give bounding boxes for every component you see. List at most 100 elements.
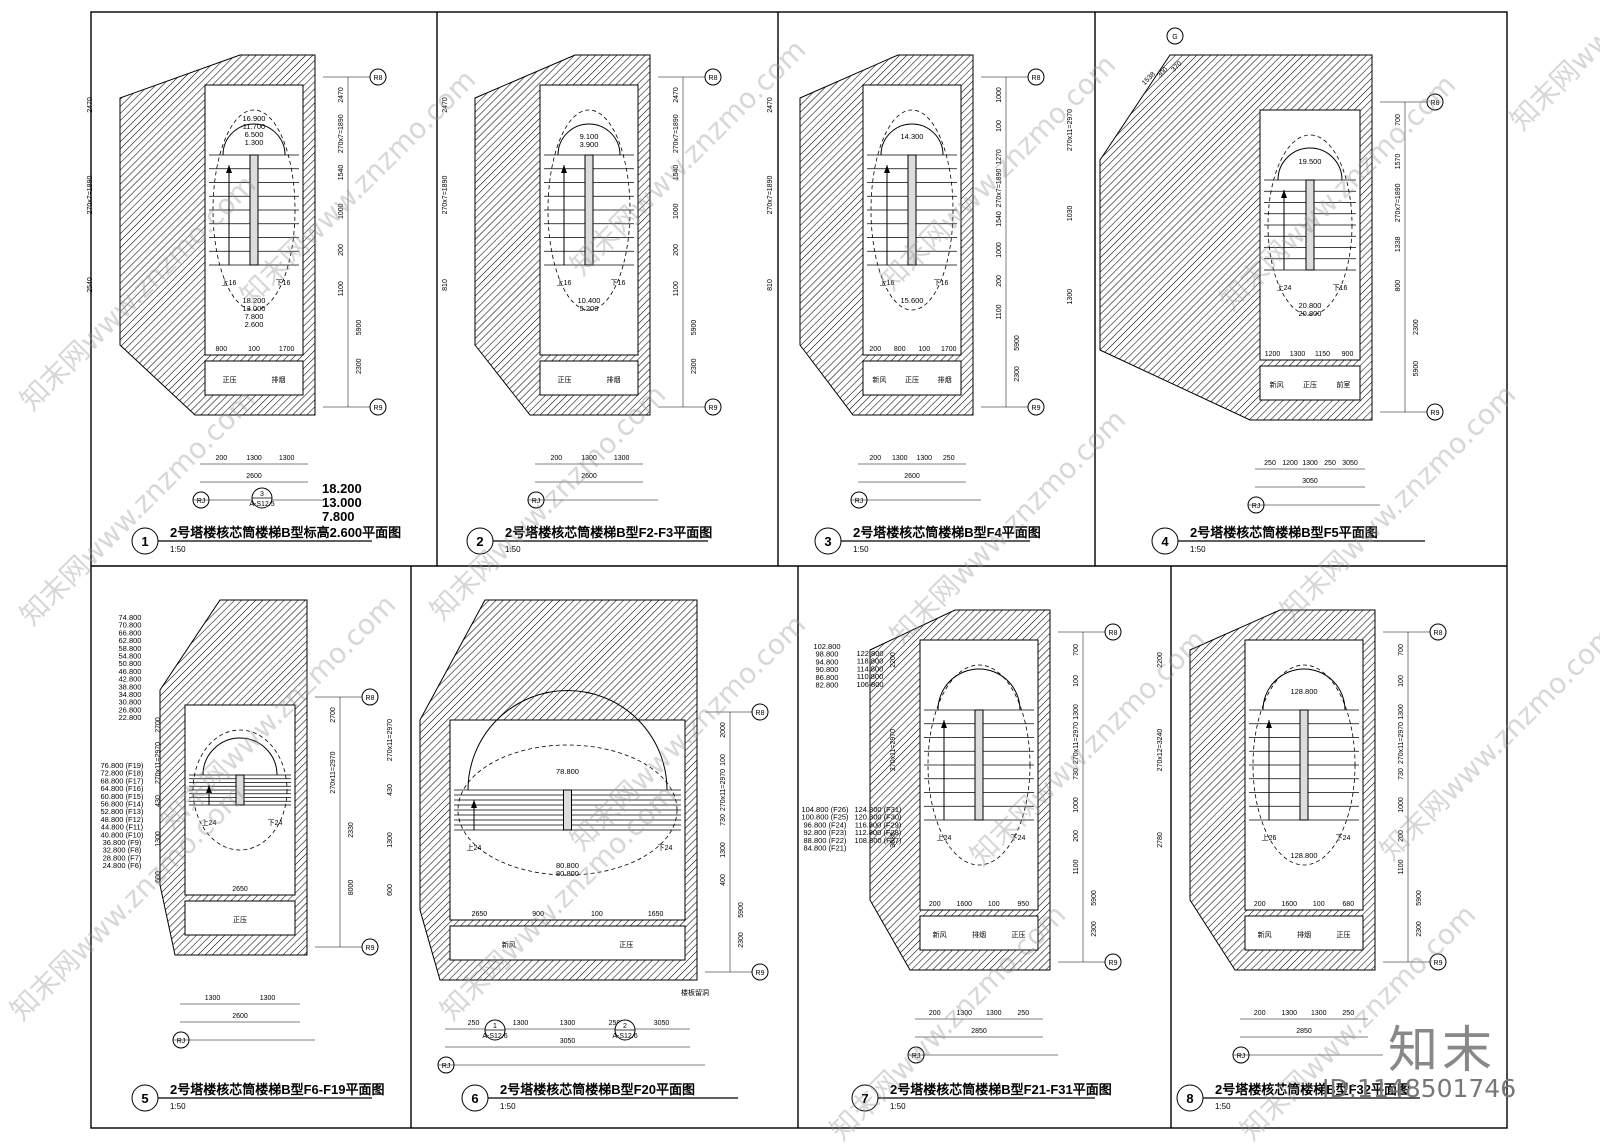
level-mark: 9.100 <box>580 132 599 141</box>
dim-left: 270x7=1890 <box>767 176 774 215</box>
room-label: 正压 <box>1011 931 1025 939</box>
dim-inner: 1700 <box>941 346 957 353</box>
headroom-circle <box>1267 134 1353 316</box>
dim-bottom: 250 <box>1264 460 1276 467</box>
axis-label: R8 <box>1109 630 1118 637</box>
room-label: 新风 <box>1270 380 1284 389</box>
dim-left: 2780 <box>1157 832 1164 848</box>
level-mark: 24.800 (F6) <box>103 861 142 870</box>
dim-inner: 200 <box>1254 901 1266 908</box>
level-mark: 2.600 <box>245 320 264 329</box>
axis-label: G <box>1172 34 1177 41</box>
stair-down-label: 下24 <box>658 844 673 852</box>
axis-label: R8 <box>374 75 383 82</box>
level-mark: 32.800 (F8) <box>103 846 142 855</box>
dim-bottom: 200 <box>215 455 227 462</box>
dim-left: 600 <box>387 884 394 896</box>
stair-up-label: 上16 <box>557 278 572 287</box>
axis-label: RJ <box>1237 1053 1246 1060</box>
stair-up-label: 上16 <box>880 278 895 287</box>
dim-right: 100 <box>1398 675 1405 687</box>
dim-bottom: 200 <box>1254 1010 1266 1017</box>
landing-arc <box>467 690 668 791</box>
section-level: 7.800 <box>322 509 355 524</box>
level-mark: 19.500 <box>1299 157 1322 166</box>
dim-right: 8000 <box>348 880 355 896</box>
dim-bottom: 200 <box>550 455 562 462</box>
dim-right: 2300 <box>356 358 363 374</box>
dim-inner: 950 <box>1017 901 1029 908</box>
drawing-title: 2号塔楼核芯筒楼梯B型F21-F31平面图 <box>890 1082 1112 1097</box>
dim-inner: 680 <box>1342 901 1354 908</box>
drawing-number: 1 <box>141 534 148 549</box>
level-mark: 124.800 (F31) <box>854 805 902 814</box>
drawing-number: 7 <box>861 1091 868 1106</box>
dim-bottom: 1300 <box>986 1010 1002 1017</box>
dim-right: 1000 <box>996 242 1003 258</box>
dim-right: 200 <box>673 244 680 256</box>
drawing-scale: 1:50 <box>170 545 186 554</box>
level-mark: 48.800 (F12) <box>101 815 144 824</box>
level-mark: 96.800 (F24) <box>804 820 847 829</box>
dim-right: 1100 <box>1398 859 1405 874</box>
dim-bottom: 1200 <box>1282 460 1298 467</box>
drawing-scale: 1:50 <box>1215 1102 1231 1111</box>
axis-label: R8 <box>1032 75 1041 82</box>
dim-bottom: 1300 <box>205 995 221 1002</box>
axis-label: R8 <box>709 75 718 82</box>
axis-label: R9 <box>366 945 375 952</box>
arrow-up-icon <box>1266 720 1272 728</box>
stair-up-label: 上26 <box>1262 833 1277 842</box>
room-label: 新风 <box>872 375 886 384</box>
level-mark: 100.800 (F25) <box>801 813 849 822</box>
level-mark: 14.300 <box>901 132 924 141</box>
axis-label: R9 <box>1032 405 1041 412</box>
drawing-title: 2号塔楼核芯筒楼梯B型F6-F19平面图 <box>170 1082 385 1097</box>
room-strip <box>184 900 296 936</box>
dim-right: 1540 <box>673 165 680 181</box>
dim-left: 2200 <box>890 652 897 668</box>
level-mark: 64.800 (F16) <box>101 784 144 793</box>
landing-arc <box>557 123 621 156</box>
level-mark: 68.800 (F17) <box>101 776 144 785</box>
level-mark: 16.900 <box>243 114 266 123</box>
axis-label: R9 <box>756 970 765 977</box>
dim-bottom: 250 <box>1324 460 1336 467</box>
arrow-up-icon <box>941 720 947 728</box>
stair-up-label: 上24 <box>202 818 217 827</box>
dim-right: 1300 <box>720 842 727 858</box>
dim-right: 730 <box>1073 768 1080 780</box>
dim-bottom: 3050 <box>1342 460 1358 467</box>
dim-bottom: 2850 <box>1296 1028 1312 1035</box>
dim-left: 3030 <box>890 832 897 848</box>
level-mark: 90.800 <box>816 665 839 674</box>
level-mark: 28.800 (F7) <box>103 853 142 862</box>
drawing-title: 2号塔楼核芯筒楼梯B型F5平面图 <box>1190 525 1378 540</box>
level-mark: 74.800 <box>119 613 142 622</box>
dim-inner: 1600 <box>956 901 972 908</box>
room-label: 排烟 <box>607 375 621 384</box>
arrow-up-icon <box>471 800 477 808</box>
arrow-up-icon <box>1281 190 1287 198</box>
dim-right: 5900 <box>1091 890 1098 906</box>
drawing-scale: 1:50 <box>1190 545 1206 554</box>
dim-bottom: 1300 <box>1311 1010 1327 1017</box>
section-sheet: A-S12.6 <box>612 1033 637 1040</box>
stair-well <box>974 709 984 821</box>
dim-right: 5900 <box>356 320 363 336</box>
level-mark: 92.800 (F23) <box>804 828 847 837</box>
room-label: 正压 <box>1303 381 1317 389</box>
level-mark: 122.800 <box>856 649 883 658</box>
dim-inner: 2650 <box>472 911 488 918</box>
dim-inner: 900 <box>532 911 544 918</box>
dim-right: 1540 <box>996 211 1003 227</box>
level-mark: 5.200 <box>580 304 599 313</box>
level-mark: 50.800 <box>119 659 142 668</box>
drawing-title: 2号塔楼核芯筒楼梯B型F2-F3平面图 <box>505 525 712 540</box>
dim-right: 270x7=1890 <box>996 169 1003 208</box>
stair-down-label: 下16 <box>611 279 626 287</box>
section-number: 3 <box>260 491 264 498</box>
room-label: 正压 <box>1336 931 1350 939</box>
axis-label: R9 <box>1431 410 1440 417</box>
